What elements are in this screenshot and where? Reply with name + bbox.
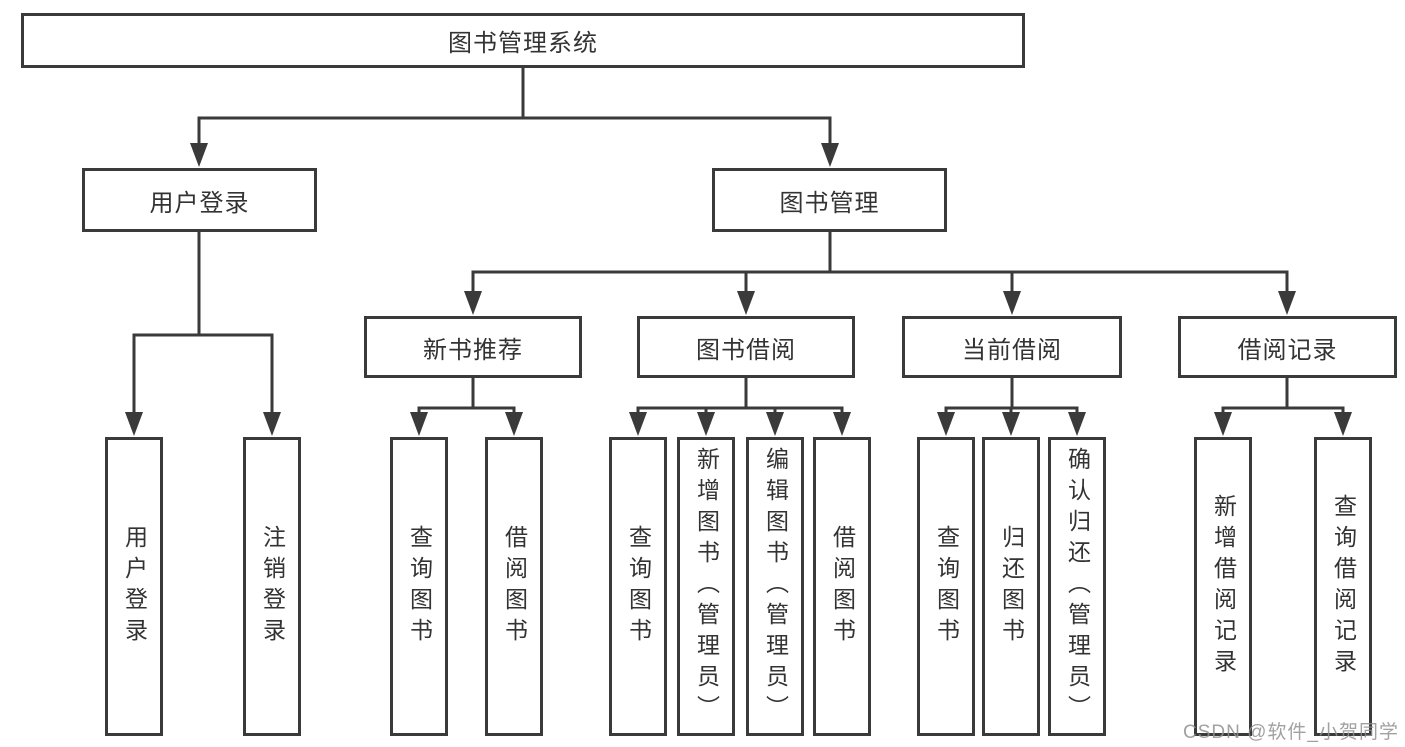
leaf-borrow-books-recommend: 借阅图书	[485, 437, 543, 736]
leaf-query-books-recommend: 查询图书	[390, 437, 448, 736]
node-root-system: 图书管理系统	[21, 13, 1025, 68]
leaf-confirm-return-admin: 确认归还（管理员）	[1048, 437, 1106, 736]
node-new-book-recommend: 新书推荐	[364, 316, 582, 378]
leaf-query-books-borrowing: 查询图书	[609, 437, 667, 736]
node-book-management: 图书管理	[712, 168, 947, 232]
node-book-borrowing: 图书借阅	[637, 316, 855, 378]
node-borrowing-records: 借阅记录	[1178, 316, 1397, 378]
leaf-logout: 注销登录	[243, 437, 301, 736]
csdn-watermark: CSDN @软件_小贺同学	[1183, 722, 1399, 743]
leaf-return-books: 归还图书	[982, 437, 1040, 736]
arrowheads	[125, 143, 1352, 436]
node-current-borrowing: 当前借阅	[902, 316, 1122, 378]
leaf-user-login: 用户登录	[105, 437, 163, 736]
leaf-add-borrow-record: 新增借阅记录	[1194, 437, 1252, 736]
node-user-login: 用户登录	[82, 168, 317, 232]
leaf-add-books-admin: 新增图书（管理员）	[677, 437, 735, 736]
leaf-query-borrow-record: 查询借阅记录	[1314, 437, 1372, 736]
leaf-query-books-current: 查询图书	[917, 437, 975, 736]
leaf-edit-books-admin: 编辑图书（管理员）	[746, 437, 804, 736]
leaf-borrow-books: 借阅图书	[813, 437, 871, 736]
